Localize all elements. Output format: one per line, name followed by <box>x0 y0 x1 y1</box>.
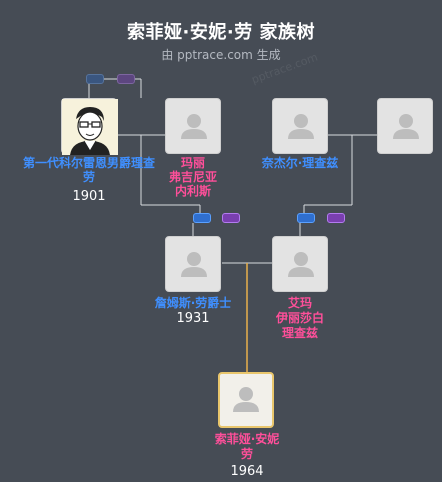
person-card-mother[interactable] <box>272 236 328 292</box>
person-card-father[interactable] <box>165 236 221 292</box>
relation-pill-male[interactable] <box>297 213 315 223</box>
person-name-line2: 伊丽莎白 <box>275 311 324 325</box>
person-card-grandfather-maternal[interactable] <box>272 98 328 154</box>
relation-pill-female[interactable] <box>327 213 345 223</box>
person-name-line3: 理查兹 <box>281 326 318 340</box>
relation-pill-female[interactable] <box>117 74 135 84</box>
person-name: 詹姆斯·劳爵士 <box>154 296 232 310</box>
page-title: 索菲娅·安妮·劳 家族树 <box>127 22 315 43</box>
person-name: 奈杰尔·理查兹 <box>261 156 339 170</box>
person-card-grandfather-paternal[interactable] <box>61 98 118 155</box>
person-year: 1901 <box>72 189 106 204</box>
avatar-placeholder-icon <box>233 387 259 412</box>
avatar-placeholder-icon <box>393 114 419 139</box>
relation-pill-male[interactable] <box>193 213 211 223</box>
person-year: 1931 <box>176 311 210 326</box>
relation-pill-male[interactable] <box>86 74 104 84</box>
avatar-placeholder-icon <box>288 114 314 139</box>
relation-pill-female[interactable] <box>222 213 240 223</box>
person-name-line2: 弗吉尼亚 <box>168 170 217 184</box>
person-year: 1964 <box>230 464 264 479</box>
avatar-placeholder-icon <box>288 252 314 277</box>
page-subtitle: 由 pptrace.com 生成 <box>161 48 281 62</box>
person-name-line3: 内利斯 <box>174 184 211 198</box>
person-name: 第一代科尔雷恩男爵理查 <box>22 156 155 170</box>
person-name: 艾玛 <box>287 296 312 310</box>
person-card-grandmother-paternal[interactable] <box>165 98 221 154</box>
person-name: 玛丽 <box>180 156 205 170</box>
person-card-grandmother-maternal[interactable] <box>377 98 433 154</box>
person-card-root[interactable] <box>218 372 274 428</box>
person-name-line2: 劳 <box>82 170 95 184</box>
portrait-illustration <box>62 99 118 155</box>
avatar-placeholder-icon <box>181 252 207 277</box>
person-name-line2: 劳 <box>240 447 253 461</box>
person-name: 索菲娅·安妮 <box>214 432 280 446</box>
avatar-placeholder-icon <box>181 114 207 139</box>
